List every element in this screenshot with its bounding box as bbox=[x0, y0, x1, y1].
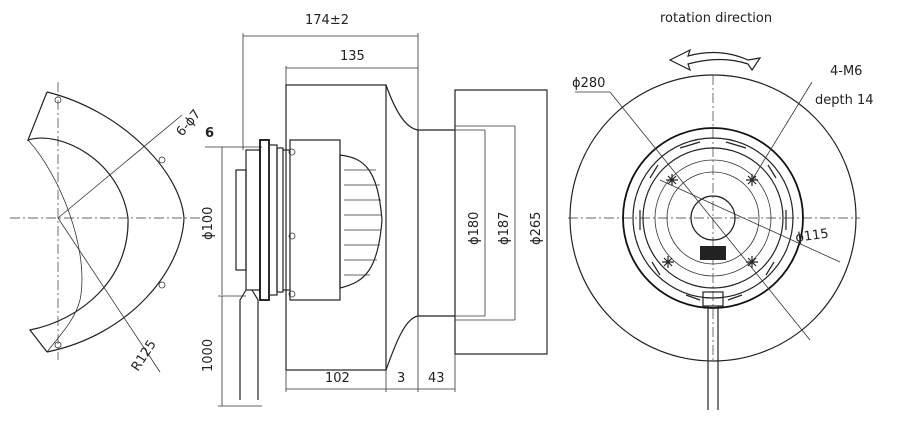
dia-inlet1-label: ϕ180 bbox=[467, 212, 482, 245]
dia-280-label: ϕ280 bbox=[572, 76, 605, 91]
width-impeller-label: 135 bbox=[340, 49, 365, 64]
width-3-label: 3 bbox=[397, 371, 405, 386]
rotation-label: rotation direction bbox=[660, 11, 772, 26]
radius-label: R125 bbox=[129, 338, 160, 375]
width-102-label: 102 bbox=[325, 371, 350, 386]
front-view: rotation direction bbox=[568, 11, 874, 410]
dia-outer-label: ϕ265 bbox=[529, 212, 544, 245]
dia-hub-label: ϕ100 bbox=[201, 207, 216, 240]
thread-label: 4-M6 bbox=[830, 64, 862, 79]
rotation-arrow-icon bbox=[668, 48, 762, 72]
dia-inlet2-label: ϕ187 bbox=[497, 212, 512, 245]
width-total-label: 174±2 bbox=[305, 13, 349, 28]
cable-length-label: 1000 bbox=[201, 339, 216, 372]
width-43-label: 43 bbox=[428, 371, 445, 386]
logo-icon bbox=[700, 246, 726, 260]
dia-115-label: ϕ115 bbox=[794, 226, 829, 246]
left-sector-view: 6-ϕ7 R125 bbox=[10, 82, 205, 374]
holes-side-label: 6-ϕ7 bbox=[174, 107, 205, 139]
side-elevation-view: 174±2 135 6 ϕ100 bbox=[201, 13, 548, 407]
depth-label: depth 14 bbox=[815, 93, 874, 108]
flange-thk-label: 6 bbox=[205, 126, 214, 141]
